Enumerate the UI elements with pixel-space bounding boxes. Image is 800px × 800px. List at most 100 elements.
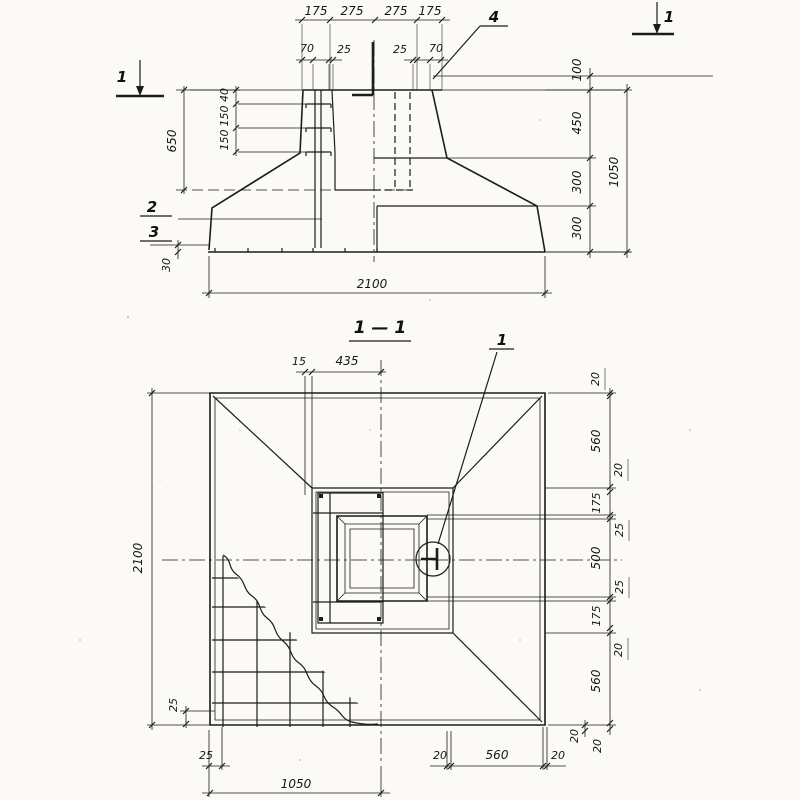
label-underlines bbox=[604, 368, 630, 660]
detail-circle bbox=[415, 541, 451, 577]
dim-line bbox=[540, 388, 616, 735]
dim-label: 175 bbox=[419, 4, 442, 18]
dim-label: 300 bbox=[570, 170, 584, 193]
dim-label: 2100 bbox=[357, 277, 388, 291]
dim-label: 20 bbox=[433, 749, 447, 762]
section-view: 1 1 175 275 275 175 70 25 25 70 650 40 bbox=[116, 2, 713, 298]
section-mark-right-label: 1 bbox=[664, 8, 674, 26]
dim-ticks bbox=[174, 241, 182, 256]
column-axis-mark bbox=[352, 42, 375, 97]
dim-label: 560 bbox=[486, 748, 509, 762]
dim-label: 1050 bbox=[607, 156, 621, 187]
plan-title: 1 — 1 bbox=[354, 318, 407, 338]
dim-label: 40 bbox=[218, 88, 231, 102]
dim-label: 70 bbox=[300, 42, 314, 55]
mesh-grid bbox=[212, 556, 380, 727]
dim-label: 175 bbox=[590, 606, 603, 627]
section-mark-right: 1 bbox=[632, 2, 674, 36]
section-mark-left: 1 bbox=[116, 60, 164, 98]
dim-label: 25 bbox=[393, 43, 407, 56]
dim-line bbox=[202, 256, 552, 298]
dim-label: 175 bbox=[590, 493, 603, 514]
dim-label: 30 bbox=[160, 258, 173, 272]
dim-ticks bbox=[301, 368, 385, 376]
dim-ticks bbox=[586, 72, 631, 256]
dim-label: 25 bbox=[167, 698, 180, 712]
dim-label: 100 bbox=[570, 58, 584, 81]
dim-label: 25 bbox=[337, 43, 351, 56]
dim-label: 450 bbox=[570, 111, 584, 134]
leader-1: 1 bbox=[437, 331, 514, 545]
dim-ticks bbox=[148, 389, 156, 729]
dim-label: 500 bbox=[589, 546, 603, 569]
dim-label: 560 bbox=[589, 669, 603, 692]
dim-label: 150 bbox=[218, 106, 231, 127]
dim-label: 275 bbox=[385, 4, 408, 18]
slab-bottom-ticks bbox=[214, 248, 378, 252]
dim-ticks bbox=[443, 762, 551, 770]
dim-label: 20 bbox=[612, 463, 625, 477]
dim-label: 435 bbox=[336, 354, 359, 368]
dim-line bbox=[430, 727, 566, 770]
dim-ticks bbox=[205, 289, 549, 297]
dim-label: 25 bbox=[199, 749, 213, 762]
dim-label: 15 bbox=[292, 355, 306, 368]
dim-label: 560 bbox=[589, 429, 603, 452]
dim-line bbox=[296, 371, 386, 495]
dim-line bbox=[176, 86, 240, 194]
dim-label: 650 bbox=[165, 129, 179, 152]
dim-label: 175 bbox=[305, 4, 328, 18]
dim-line bbox=[202, 727, 390, 797]
leader-3-label: 3 bbox=[149, 223, 159, 241]
outer-square bbox=[209, 392, 546, 726]
middle-square-inner bbox=[315, 491, 450, 630]
dim-label: 70 bbox=[429, 42, 443, 55]
dim-label: 25 bbox=[613, 580, 626, 594]
step2-edge bbox=[376, 205, 537, 252]
dim-label: 20 bbox=[551, 749, 565, 762]
leader-2: 2 bbox=[140, 198, 172, 217]
anchor-symbol bbox=[421, 548, 439, 570]
mesh-plate bbox=[313, 492, 384, 624]
cup-inner-wall bbox=[331, 89, 374, 191]
leader-1-label: 1 bbox=[497, 331, 507, 349]
dim-ticks bbox=[182, 707, 190, 728]
leader-4-label: 4 bbox=[488, 8, 499, 26]
dim-ticks bbox=[232, 86, 240, 156]
plan-view: 1 — 1 bbox=[131, 318, 630, 797]
leader-4: 4 bbox=[432, 8, 508, 80]
section-mark-left-label: 1 bbox=[117, 68, 127, 86]
dim-line bbox=[147, 388, 210, 730]
slope-diagonals bbox=[212, 395, 543, 723]
scan-noise bbox=[79, 119, 701, 761]
dim-label: 20 bbox=[589, 372, 602, 386]
column-cup bbox=[336, 515, 428, 602]
hidden-cup-lines bbox=[374, 92, 413, 191]
anchor-bolt-hooks bbox=[305, 103, 332, 156]
dim-label: 150 bbox=[218, 130, 231, 151]
dim-ticks bbox=[298, 56, 445, 64]
dim-ticks bbox=[298, 16, 446, 24]
break-wavy-line bbox=[222, 554, 379, 725]
dim-label: 20 bbox=[612, 643, 625, 657]
ext-lines bbox=[301, 24, 443, 90]
foundation-outline-right bbox=[431, 89, 546, 253]
dim-ticks bbox=[180, 86, 188, 194]
leader-3: 3 bbox=[140, 223, 172, 242]
dim-ticks bbox=[205, 762, 385, 797]
dim-label: 20 bbox=[568, 729, 581, 743]
dim-label: 275 bbox=[341, 4, 364, 18]
panel-strip-lines bbox=[427, 514, 540, 602]
anchor-bolt bbox=[314, 90, 322, 248]
dim-label: 2100 bbox=[131, 542, 145, 573]
dim-line bbox=[545, 68, 632, 258]
dim-label: 20 bbox=[591, 739, 604, 753]
foundation-outline-left bbox=[208, 89, 304, 251]
dim-label: 1050 bbox=[281, 777, 312, 791]
dim-label: 300 bbox=[570, 216, 584, 239]
leader-2-label: 2 bbox=[147, 198, 157, 216]
dim-label: 25 bbox=[613, 523, 626, 537]
hook-level-lines bbox=[238, 103, 306, 153]
